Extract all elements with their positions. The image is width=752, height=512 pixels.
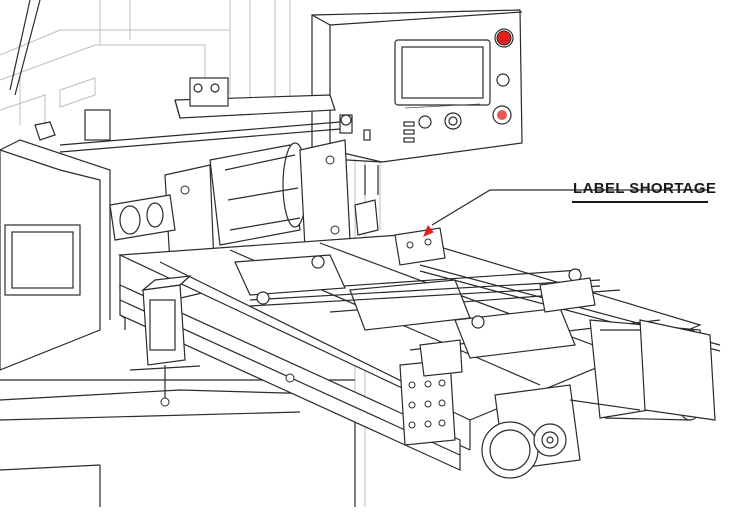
control-panel bbox=[311, 9, 523, 195]
red-indicator-light-icon bbox=[496, 30, 512, 46]
callout-label: LABEL SHORTAGE bbox=[573, 180, 717, 197]
left-enclosure bbox=[0, 139, 356, 507]
shortage-marker-icon bbox=[423, 225, 434, 237]
callout-underline bbox=[572, 201, 708, 203]
sensor-block-icon bbox=[129, 275, 295, 407]
display-screen-icon bbox=[394, 39, 491, 106]
callout-pointer bbox=[423, 189, 707, 237]
idler-roller-icon bbox=[481, 319, 716, 479]
dial-knob-icon bbox=[496, 73, 510, 87]
